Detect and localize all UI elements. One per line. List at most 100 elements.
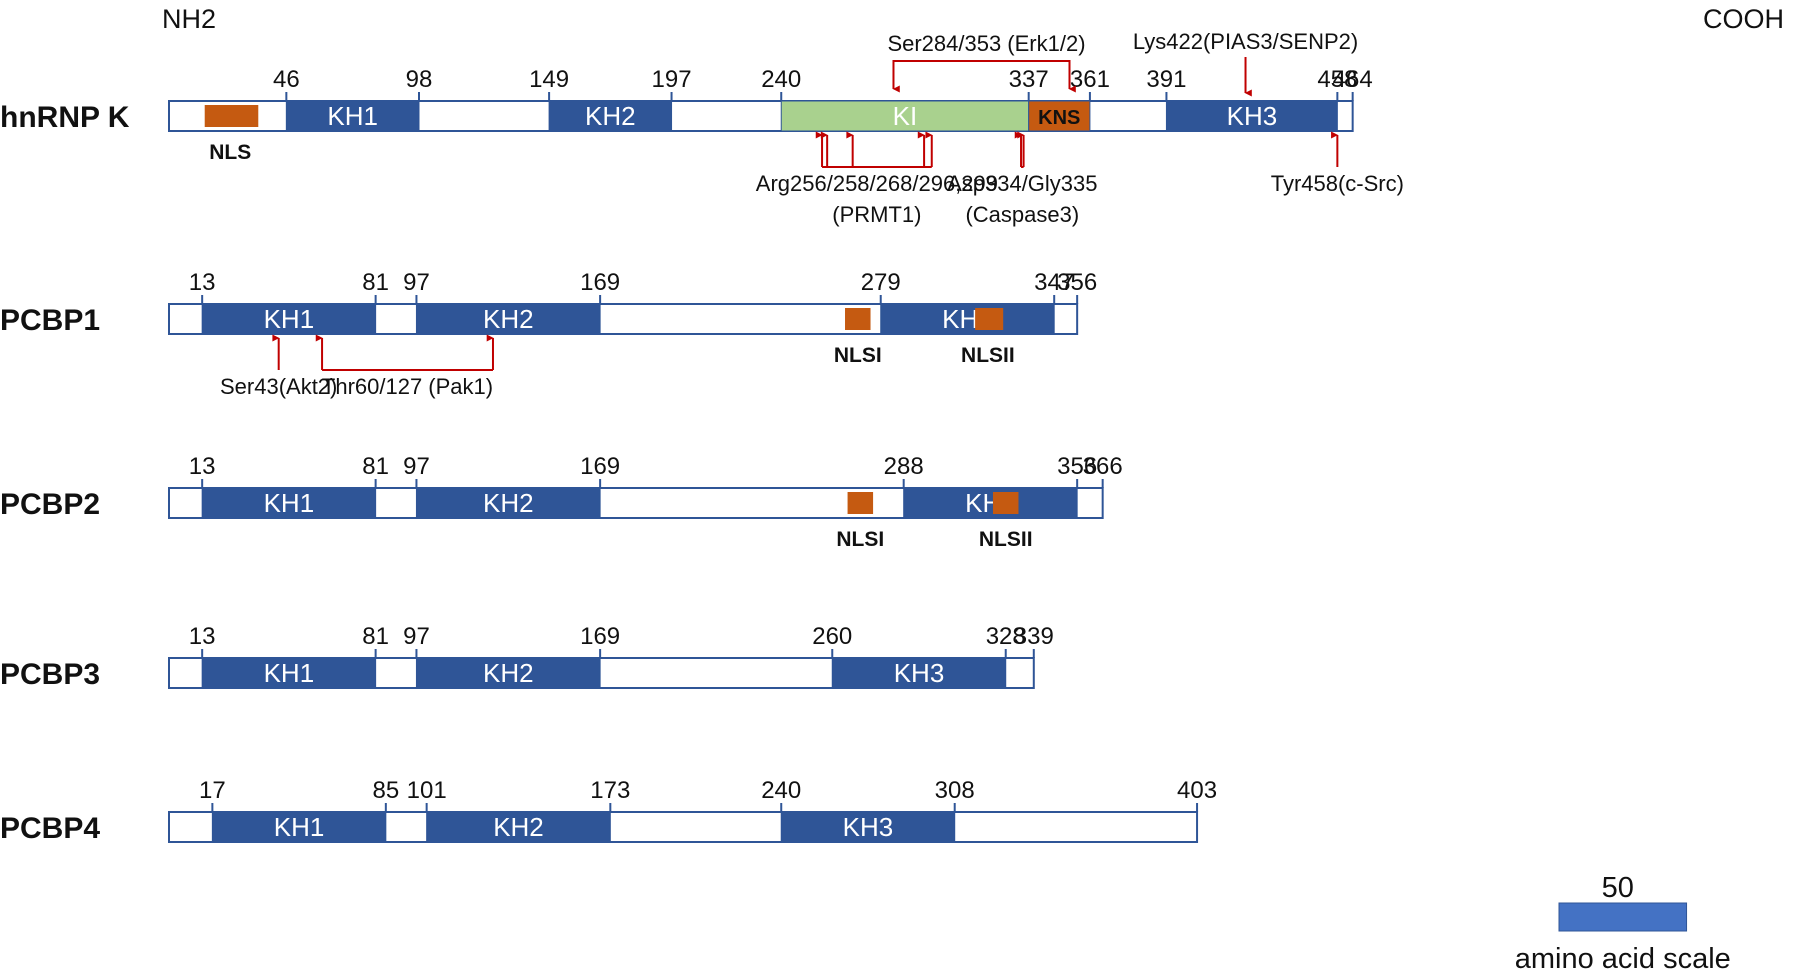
protein-name: PCBP1 bbox=[0, 304, 100, 337]
nls-region bbox=[845, 308, 871, 330]
ptm-label: (Caspase3) bbox=[965, 202, 1079, 227]
position-label: 97 bbox=[403, 453, 430, 480]
ptm-bracket bbox=[892, 60, 1076, 93]
position-label: 197 bbox=[652, 66, 692, 93]
nls-region bbox=[975, 308, 1004, 330]
ptm-label: Ser43(Akt2) bbox=[220, 374, 337, 399]
position-label: 240 bbox=[761, 777, 801, 804]
kh2-label: KH2 bbox=[483, 658, 534, 688]
kh2-domain bbox=[426, 811, 611, 843]
position-label: 13 bbox=[189, 623, 216, 650]
kh3-domain bbox=[1165, 100, 1338, 132]
scale-bar-caption: amino acid scale bbox=[1515, 943, 1731, 971]
position-label: 81 bbox=[362, 453, 389, 480]
kns-label: KNS bbox=[1038, 107, 1080, 129]
kh1-domain bbox=[201, 657, 377, 689]
position-label: 391 bbox=[1146, 66, 1186, 93]
kh3-domain bbox=[780, 811, 956, 843]
scale-bar: 50 amino acid scale bbox=[1515, 872, 1731, 971]
ptm-label: Asp334/Gly335 bbox=[947, 171, 1097, 196]
nlsi-label: NLSI bbox=[834, 344, 882, 367]
protein-name: PCBP4 bbox=[0, 812, 100, 845]
kh2-domain bbox=[415, 303, 601, 335]
kh1-domain bbox=[285, 100, 420, 132]
kh1-domain bbox=[201, 487, 377, 519]
ptm-label: (PRMT1) bbox=[832, 202, 921, 227]
ptm-annotation: Thr60/127 (Pak1) bbox=[315, 334, 494, 399]
kh3-label: KH3 bbox=[843, 812, 894, 842]
position-label: 85 bbox=[372, 777, 399, 804]
kh3-label: KH3 bbox=[894, 658, 945, 688]
kh2-label: KH2 bbox=[483, 488, 534, 518]
nlsii-label: NLSII bbox=[961, 344, 1015, 367]
scale-bar-value: 50 bbox=[1602, 872, 1634, 904]
ptm-annotation: Tyr458(c-Src) bbox=[1271, 131, 1404, 196]
kh1-domain bbox=[201, 303, 377, 335]
position-label: 81 bbox=[362, 269, 389, 296]
position-label: 97 bbox=[403, 269, 430, 296]
protein-name: PCBP2 bbox=[0, 488, 100, 521]
position-label: 81 bbox=[362, 623, 389, 650]
position-label: 308 bbox=[935, 777, 975, 804]
kh3-domain bbox=[831, 657, 1007, 689]
position-label: 366 bbox=[1083, 453, 1123, 480]
position-label: 403 bbox=[1177, 777, 1217, 804]
ptm-label: Lys422(PIAS3/SENP2) bbox=[1133, 29, 1358, 54]
ptm-annotation: Ser43(Akt2) bbox=[220, 334, 337, 399]
nlsii-label: NLSII bbox=[979, 528, 1033, 551]
kh3-domain bbox=[880, 303, 1055, 335]
position-label: 337 bbox=[1009, 66, 1049, 93]
ptm-annotation: Lys422(PIAS3/SENP2) bbox=[1133, 29, 1358, 97]
kh1-label: KH1 bbox=[327, 101, 378, 131]
kh1-label: KH1 bbox=[264, 658, 315, 688]
kh1-label: KH1 bbox=[274, 812, 325, 842]
protein-name: hnRNP K bbox=[0, 101, 130, 134]
position-label: 13 bbox=[189, 453, 216, 480]
nlsi-label: NLSI bbox=[836, 528, 884, 551]
c-terminus-label: COOH bbox=[1703, 4, 1784, 34]
ptm-annotation: Ser284/353 (Erk1/2) bbox=[887, 31, 1086, 93]
ptm-annotation: Asp334/Gly335 (Caspase3) bbox=[947, 131, 1098, 227]
position-label: 288 bbox=[884, 453, 924, 480]
position-label: 356 bbox=[1057, 269, 1097, 296]
position-label: 361 bbox=[1070, 66, 1110, 93]
kh2-domain bbox=[415, 657, 601, 689]
position-label: 240 bbox=[761, 66, 801, 93]
kh1-domain bbox=[211, 811, 387, 843]
kns-domain bbox=[1028, 100, 1091, 132]
position-label: 46 bbox=[273, 66, 300, 93]
kh1-label: KH1 bbox=[264, 304, 315, 334]
kh3-label: KH3 bbox=[1227, 101, 1278, 131]
ptm-annotation: Arg256/258/268/296,299(PRMT1) bbox=[756, 131, 998, 227]
kh1-label: KH1 bbox=[264, 488, 315, 518]
ptm-label: Tyr458(c-Src) bbox=[1271, 171, 1404, 196]
position-label: 356 bbox=[1057, 453, 1097, 480]
ptm-label: Thr60/127 (Pak1) bbox=[322, 374, 493, 399]
scale-bar-rect bbox=[1558, 902, 1688, 932]
nls-region bbox=[847, 492, 874, 514]
position-label: 347 bbox=[1034, 269, 1074, 296]
position-label: 17 bbox=[199, 777, 226, 804]
n-terminus-label: NH2 bbox=[162, 4, 216, 34]
kh2-domain bbox=[548, 100, 673, 132]
protein-name: PCBP3 bbox=[0, 658, 100, 691]
position-label: 169 bbox=[580, 623, 620, 650]
position-label: 169 bbox=[580, 269, 620, 296]
position-label: 260 bbox=[812, 623, 852, 650]
kh2-label: KH2 bbox=[493, 812, 544, 842]
position-label: 101 bbox=[407, 777, 447, 804]
nls-label: NLS bbox=[209, 141, 251, 164]
nls-region bbox=[992, 492, 1019, 514]
kh2-label: KH2 bbox=[483, 304, 534, 334]
position-label: 98 bbox=[406, 66, 433, 93]
position-label: 458 bbox=[1317, 66, 1357, 93]
position-label: 169 bbox=[580, 453, 620, 480]
position-label: 13 bbox=[189, 269, 216, 296]
